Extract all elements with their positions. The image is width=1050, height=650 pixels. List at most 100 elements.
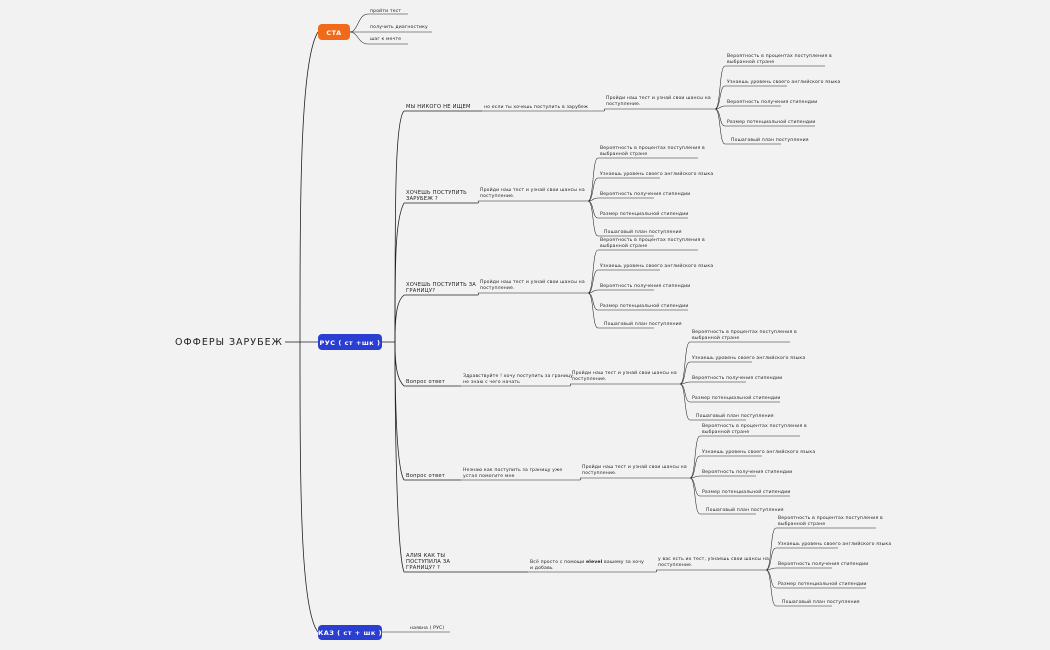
trunk-to-cta — [299, 31, 319, 343]
result-line — [679, 383, 746, 421]
result-item[interactable]: Узнаешь уровень своего английского языка — [778, 540, 891, 547]
result-item[interactable]: Вероятность получения стипендии — [778, 561, 868, 567]
result-line — [587, 292, 654, 329]
result-line — [587, 177, 660, 202]
result-item[interactable]: Пошаговый план поступления — [604, 228, 682, 235]
result-line — [765, 527, 876, 571]
rus-trunk-up-3 — [394, 294, 405, 343]
result-line — [587, 157, 698, 202]
offer-line — [603, 108, 715, 112]
result-line — [689, 475, 756, 479]
trunk-to-kaz — [299, 341, 319, 633]
result-line — [714, 108, 781, 145]
rus-children: МЫ НИКОГО НЕ ИЩЕМ но если ты хочешь посту… — [404, 53, 891, 607]
offer-line — [655, 569, 766, 573]
result-line — [714, 105, 781, 110]
rus-child: МЫ НИКОГО НЕ ИЩЕМ но если ты хочешь посту… — [404, 53, 840, 145]
result-line — [714, 65, 825, 110]
result-item[interactable]: Размер потенциальной стипендии — [778, 580, 867, 587]
offer-text[interactable]: у вас есть их тест, узнаешь свои шансы н… — [658, 557, 769, 568]
result-line — [765, 569, 832, 607]
rus-badge[interactable] — [318, 334, 382, 350]
cta-link-1 — [349, 13, 408, 33]
result-line — [587, 289, 654, 294]
result-item[interactable]: Размер потенциальной стипендии — [702, 488, 791, 495]
cta-badge[interactable] — [318, 24, 350, 40]
root-title[interactable]: ОФФЕРЫ ЗАРУБЕЖ — [175, 337, 283, 348]
branch-sub-cont[interactable]: и добавь — [530, 565, 553, 571]
result-item[interactable]: Вероятность получения стипендии — [600, 191, 690, 197]
result-line — [679, 341, 790, 385]
result-item[interactable]: Узнаешь уровень своего английского языка — [692, 354, 805, 361]
result-item[interactable]: Пошаговый план поступления — [731, 136, 809, 143]
result-item[interactable]: Пошаговый план поступления — [604, 320, 682, 327]
result-line — [587, 200, 654, 237]
cta-item[interactable]: получить диагностику — [370, 25, 428, 30]
rus-branch: РУС ( ст +шк ) МЫ НИКОГО НЕ ИЩЕМ но если … — [318, 53, 891, 607]
offer-line — [477, 292, 588, 296]
cta-item[interactable]: шаг к мечте — [370, 37, 401, 42]
result-item[interactable]: Пошаговый план поступления — [782, 598, 860, 605]
cta-link-3 — [349, 31, 408, 45]
result-item[interactable]: Размер потенциальной стипендии — [600, 210, 689, 217]
result-line — [689, 435, 800, 479]
result-line — [587, 249, 698, 294]
rus-trunk-down-3 — [394, 341, 405, 573]
rus-label: РУС ( ст +шк ) — [320, 339, 381, 347]
branch-sub[interactable]: Всё просто с помощи elevel вашему за хоч… — [530, 559, 644, 565]
result-line — [689, 455, 762, 479]
result-line — [587, 269, 660, 294]
result-item[interactable]: Узнаешь уровень своего английского языка — [727, 78, 840, 85]
offer-line — [569, 383, 680, 387]
branch-label[interactable]: Вопрос ответ — [406, 379, 445, 385]
result-item[interactable]: Размер потенциальной стипендии — [600, 302, 689, 309]
rus-trunk-up — [394, 110, 405, 343]
branch-label[interactable]: МЫ НИКОГО НЕ ИЩЕМ — [406, 104, 471, 110]
result-line — [689, 477, 756, 515]
result-line — [765, 547, 838, 571]
result-item[interactable]: Пошаговый план поступления — [696, 412, 774, 419]
rus-child: Вопрос ответ Здравствуйте ! хочу поступит… — [404, 329, 805, 421]
rus-child: Вопрос ответ Незнаю как поступить за гран… — [404, 423, 815, 515]
result-item[interactable]: Узнаешь уровень своего английского языка — [600, 262, 713, 269]
cta-branch: CTA пройти тест получить диагностику шаг… — [318, 7, 432, 45]
result-item[interactable]: Пошаговый план поступления — [706, 506, 784, 513]
branch-label[interactable]: Вопрос ответ — [406, 473, 445, 479]
branch-sub[interactable]: Здравствуйте ! хочу поступить за границу… — [463, 372, 573, 385]
result-item[interactable]: Вероятность получения стипендии — [692, 375, 782, 381]
result-item[interactable]: Размер потенциальной стипендии — [692, 394, 781, 401]
result-item[interactable]: Узнаешь уровень своего английского языка — [702, 448, 815, 455]
kaz-item[interactable]: наявна ( РУС) — [410, 625, 444, 631]
rus-trunk-up-2 — [394, 202, 405, 343]
cta-item[interactable]: пройти тест — [370, 7, 401, 14]
offer-line — [477, 200, 588, 204]
result-item[interactable]: Вероятность получения стипендии — [702, 469, 792, 475]
result-line — [679, 361, 752, 385]
kaz-badge[interactable] — [318, 625, 382, 640]
result-line — [714, 85, 787, 110]
kaz-branch: КАЗ ( ст + шк ) наявна ( РУС) — [318, 625, 450, 640]
result-item[interactable]: Размер потенциальной стипендии — [727, 118, 816, 125]
branch-sub[interactable]: но если ты хочешь поступить в зарубеж — [484, 104, 588, 110]
result-item[interactable]: Узнаешь уровень своего английского языка — [600, 170, 713, 177]
result-item[interactable]: Вероятность получения стипендии — [600, 283, 690, 289]
result-item[interactable]: Вероятность получения стипендии — [727, 99, 817, 105]
